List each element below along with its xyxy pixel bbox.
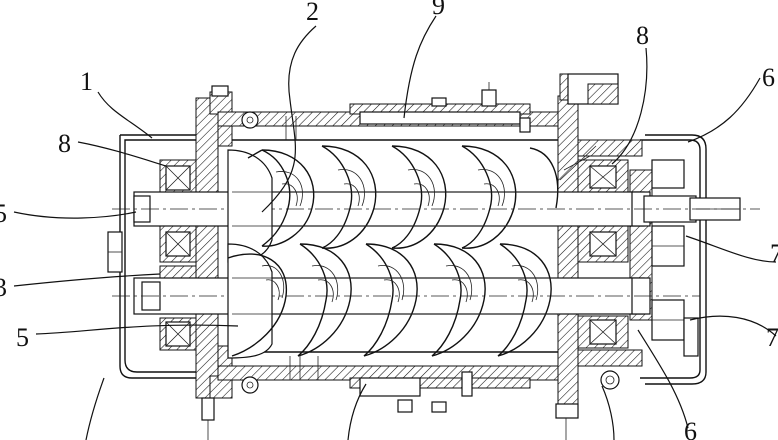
label-part-7-mid: 7 (770, 239, 778, 268)
label-part-5-upper: 5 (0, 199, 7, 228)
label-part-5-lower: 5 (16, 323, 29, 352)
label-part-2: 2 (306, 0, 319, 26)
construction-lines (232, 145, 597, 315)
lower-shaft (112, 277, 700, 315)
label-part-7-low: 7 (766, 323, 778, 352)
label-part-6-bottom: 6 (684, 417, 697, 440)
leader-lines (13, 15, 777, 440)
left-flange (195, 85, 233, 440)
left-bearings (107, 159, 197, 351)
label-part-8-top: 8 (636, 21, 649, 50)
right-flange (555, 73, 643, 440)
upper-shaft (112, 191, 760, 227)
label-part-8-left: 8 (58, 129, 71, 158)
label-part-3: 3 (0, 273, 7, 302)
label-part-6-top: 6 (762, 63, 775, 92)
label-part-9: 9 (432, 0, 445, 20)
label-part-1: 1 (80, 67, 93, 96)
screw-flights (227, 145, 559, 357)
right-bearings (577, 159, 699, 357)
casing-bottom (217, 345, 560, 413)
lower-screw-rotor (227, 243, 273, 359)
casing-top (217, 82, 560, 147)
